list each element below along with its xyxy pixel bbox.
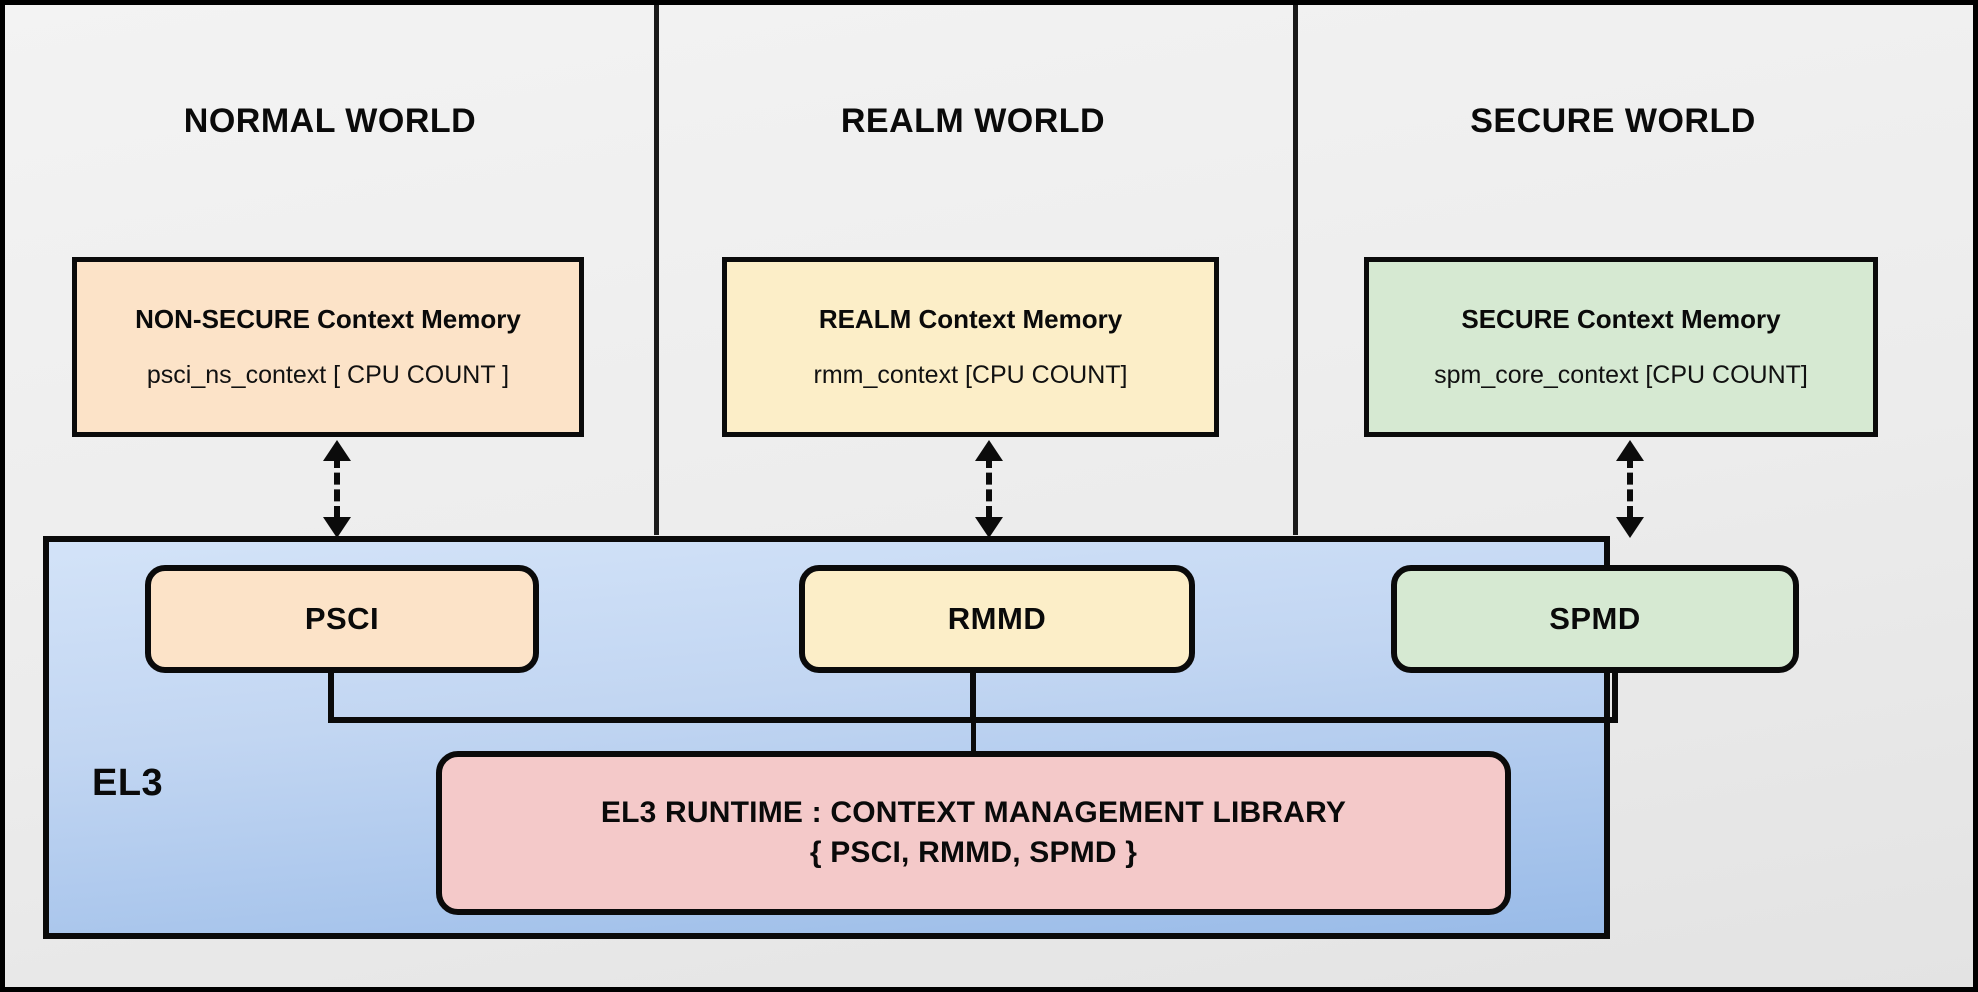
arrow-head-up-icon (1616, 440, 1644, 461)
arrow-head-down-icon (323, 517, 351, 538)
context-memory-symbol-realm: rmm_context [CPU COUNT] (813, 361, 1128, 389)
el3-runtime-context-management-library-box[interactable]: EL3 RUNTIME : CONTEXT MANAGEMENT LIBRARY… (436, 751, 1511, 915)
worlds-region (5, 5, 1973, 535)
context-memory-title-realm: REALM Context Memory (818, 304, 1123, 334)
arrow-shaft (1627, 456, 1633, 518)
context-memory-box-secure[interactable]: SECURE Context Memory spm_core_context [… (1364, 257, 1878, 437)
el3-runtime-title: EL3 RUNTIME : CONTEXT MANAGEMENT LIBRARY (600, 796, 1347, 829)
world-title-realm: REALM WORLD (840, 102, 1106, 140)
connector-spmd-vertical (1612, 673, 1618, 723)
bidirectional-arrow-icon-psci (315, 440, 359, 538)
arrow-head-up-icon (323, 440, 351, 461)
el3-label: EL3 (92, 762, 164, 804)
dispatcher-box-psci[interactable]: PSCI (145, 565, 539, 673)
context-memory-symbol-non-secure: psci_ns_context [ CPU COUNT ] (146, 361, 510, 389)
context-memory-title-secure: SECURE Context Memory (1461, 304, 1781, 334)
world-divider-normal-realm (654, 5, 659, 535)
world-title-secure: SECURE WORLD (1470, 102, 1756, 140)
context-memory-symbol-secure: spm_core_context [CPU COUNT] (1434, 361, 1808, 389)
dispatcher-box-spmd[interactable]: SPMD (1391, 565, 1799, 673)
el3-runtime-components: { PSCI, RMMD, SPMD } (809, 836, 1138, 869)
dispatcher-box-rmmd[interactable]: RMMD (799, 565, 1195, 673)
arrow-head-down-icon (1616, 517, 1644, 538)
arrow-shaft (334, 456, 340, 518)
context-memory-title-non-secure: NON-SECURE Context Memory (135, 304, 521, 334)
context-memory-box-non-secure[interactable]: NON-SECURE Context Memory psci_ns_contex… (72, 257, 584, 437)
arrow-head-up-icon (975, 440, 1003, 461)
arrow-shaft (986, 456, 992, 518)
context-memory-box-realm[interactable]: REALM Context Memory rmm_context [CPU CO… (722, 257, 1219, 437)
connector-rmmd-vertical (970, 673, 976, 723)
bidirectional-arrow-icon-spmd (1608, 440, 1652, 538)
world-title-normal: NORMAL WORLD (183, 102, 477, 140)
connector-psci-vertical (328, 673, 334, 723)
bidirectional-arrow-icon-rmmd (967, 440, 1011, 538)
arrow-head-down-icon (975, 517, 1003, 538)
world-divider-realm-secure (1293, 5, 1298, 535)
